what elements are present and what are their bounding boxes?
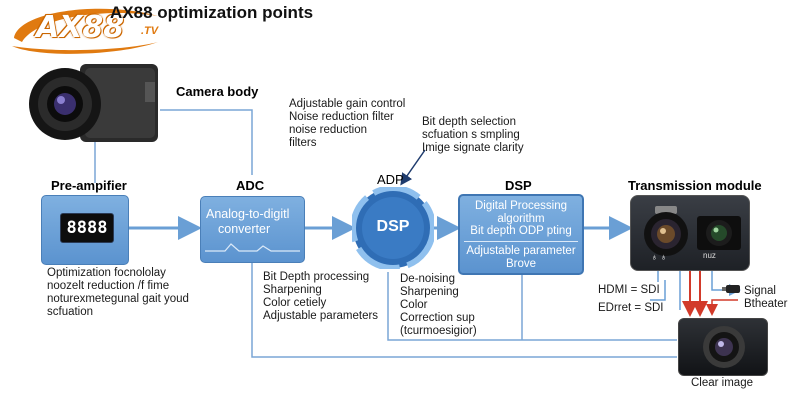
dsp-box-line: Adjustable parameter bbox=[466, 245, 576, 257]
lens-icon bbox=[644, 206, 688, 256]
logo-text: AX88 bbox=[36, 10, 125, 45]
note-line: Bit depth selection bbox=[422, 116, 516, 128]
divider bbox=[464, 241, 578, 242]
transmission-module: nuz ♁ ♁ bbox=[630, 195, 750, 271]
dsp-box-footer: Adjustable parameter Brove bbox=[460, 245, 582, 270]
note-line: Optimization focnololay bbox=[47, 267, 166, 279]
note-line: filters bbox=[289, 137, 317, 149]
port-label: HDMI = SDI bbox=[598, 284, 660, 296]
module-badge: nuz bbox=[703, 251, 716, 260]
dsp-notes-top: Bit depth selection scfuation s smpling … bbox=[422, 116, 524, 155]
signal-labels: Signal Btheater bbox=[744, 285, 787, 311]
adc-box-line: Analog-to-digitl bbox=[206, 207, 290, 221]
note-line: scfuation bbox=[47, 306, 94, 318]
adc-notes-bottom: Bit Depth processing Sharpening Color ce… bbox=[263, 271, 378, 323]
note-line: Noise reduction filter bbox=[289, 111, 394, 123]
dsp-box-line: Digital Processing bbox=[474, 200, 568, 212]
adc-box-text: Analog-to-digitl converter bbox=[206, 207, 289, 237]
preamp-box: 8888 bbox=[41, 195, 129, 265]
dsp-box: Digital Processing algorithm Bit depth O… bbox=[458, 194, 584, 275]
transmission-title: Transmission module bbox=[628, 178, 762, 193]
adc-notes-top: Adjustable gain control Noise reduction … bbox=[289, 98, 405, 150]
note-line: Adjustable gain control bbox=[289, 98, 406, 110]
note-line: noturexmetegunal gait youd bbox=[47, 293, 189, 305]
camera-icon bbox=[25, 58, 160, 148]
dsp-circle: DSP bbox=[350, 185, 436, 271]
note-line: scfuation s smpling bbox=[422, 129, 520, 141]
dsp-circle-label: DSP bbox=[376, 218, 410, 235]
note-line: Sharpening bbox=[263, 284, 322, 296]
dsp-box-line: algorithm bbox=[497, 212, 545, 225]
preamp-notes: Optimization focnololay noozelt reductio… bbox=[47, 267, 189, 319]
lens-icon bbox=[697, 216, 741, 250]
note-line: noozelt reduction /f fime bbox=[47, 280, 170, 292]
note-line: Correction sup bbox=[400, 312, 475, 324]
note-line: Color bbox=[400, 299, 428, 311]
camera-label: Camera body bbox=[176, 84, 259, 99]
lcd-digits: 8888 bbox=[66, 218, 108, 238]
adc-box: Analog-to-digitl converter bbox=[200, 196, 305, 263]
note-line: Adjustable parameters bbox=[263, 310, 379, 322]
note-line: Bit Depth processing bbox=[263, 271, 370, 283]
note-line: Sharpening bbox=[400, 286, 459, 298]
output-ports: HDMI = SDI EDrret = SDI bbox=[598, 284, 664, 315]
dsp-box-line: Brove bbox=[505, 257, 537, 270]
plug-icon: ♁ ♁ bbox=[651, 252, 668, 262]
page-title: AX88 optimization points bbox=[110, 3, 314, 22]
dsp-box-title: DSP bbox=[505, 178, 532, 193]
note-line: (tcurmoesigior) bbox=[400, 325, 477, 337]
dsp-box-line: Bit depth ODP pting bbox=[470, 225, 572, 237]
brand-logo: AX88 .TV bbox=[8, 2, 168, 60]
signal-label: Btheater bbox=[744, 298, 788, 310]
note-line: Imige signate clarity bbox=[422, 142, 524, 154]
connector-icon bbox=[722, 282, 742, 294]
clear-image-label: Clear image bbox=[691, 377, 753, 389]
dsp-box-text: Digital Processing algorithm Bit depth O… bbox=[460, 200, 582, 238]
preamp-title: Pre-ampifier bbox=[51, 178, 127, 193]
note-line: noise reduction bbox=[289, 124, 367, 136]
logo-suffix: .TV bbox=[141, 25, 159, 37]
adp-tag: ADP bbox=[377, 172, 404, 187]
note-line: Color cetiely bbox=[263, 297, 327, 309]
lens-icon bbox=[703, 326, 745, 368]
adc-title: ADC bbox=[236, 178, 265, 193]
lcd-display: 8888 bbox=[60, 213, 114, 243]
port-label: EDrret = SDI bbox=[598, 302, 664, 314]
adc-box-line: converter bbox=[218, 222, 271, 236]
output-monitor bbox=[678, 318, 768, 376]
note-line: De-noising bbox=[400, 273, 455, 285]
signal-label: Signal bbox=[744, 285, 776, 297]
dsp-notes-bottom: De-noising Sharpening Color Correction s… bbox=[400, 273, 477, 338]
signal-wave-icon bbox=[205, 243, 300, 252]
